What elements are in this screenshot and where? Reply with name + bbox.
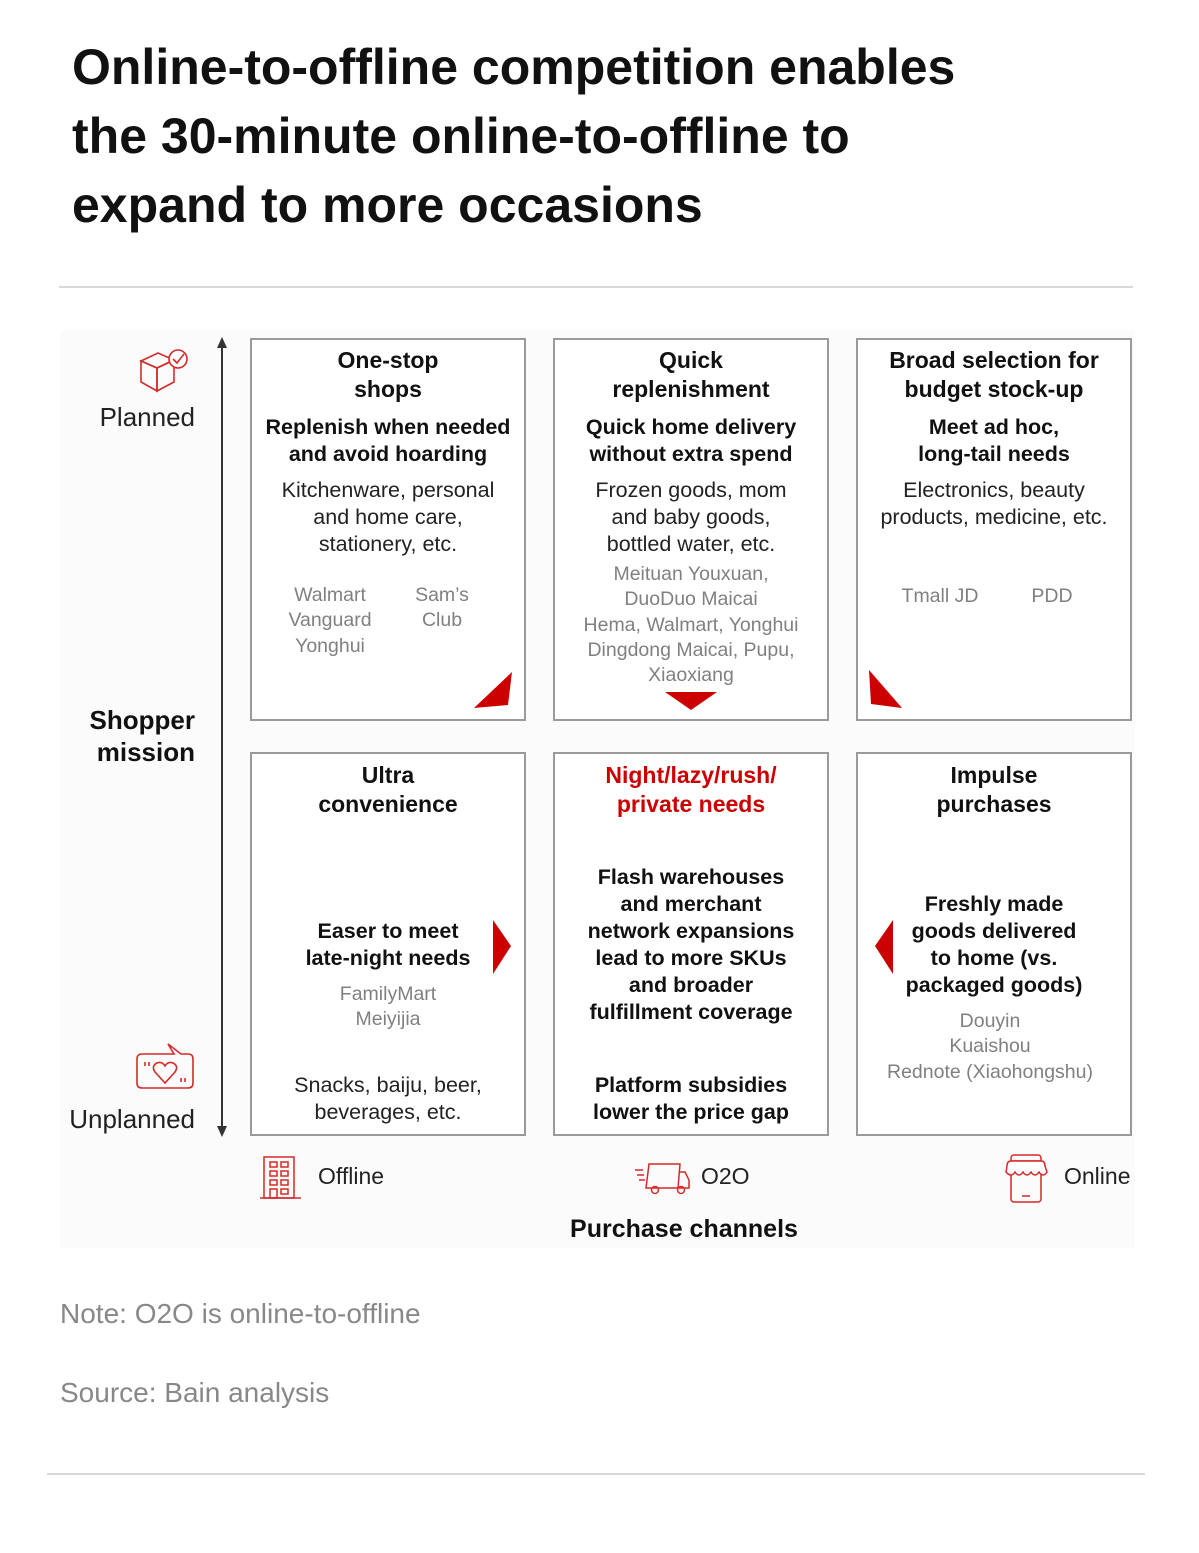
box-night-lazy-rush-needs: Night/lazy/rush/ private needs Flash war…	[553, 752, 829, 1136]
box-brands: FamilyMart Meiyijia	[339, 983, 437, 1031]
box-impulse-purchases: Impulse purchases Freshly made goods del…	[856, 752, 1132, 1136]
box-subtitle: Quick home delivery without extra spend	[585, 415, 797, 466]
arrow-marker-up-right	[474, 672, 512, 708]
page-title: Online-to-offline competition enables th…	[72, 39, 956, 233]
box-ultra-convenience: Ultra convenience Easer to meet late-nig…	[250, 752, 526, 1136]
box-subtitle: Freshly made goods delivered to home (vs…	[905, 892, 1083, 997]
source-text: Source: Bain analysis	[60, 1377, 330, 1408]
box-body: Kitchenware, personal and home care, sta…	[281, 478, 495, 556]
box-body: Snacks, baiju, beer, beverages, etc.	[294, 1073, 482, 1124]
box-subtitle: Easer to meet late-night needs	[305, 919, 471, 970]
unplanned-label: Unplanned	[69, 1104, 195, 1134]
channel-o2o-label: O2O	[701, 1163, 750, 1189]
box-title: Ultra convenience	[318, 762, 458, 817]
box-title: Broad selection for budget stock-up	[889, 347, 1099, 402]
box-body: Platform subsidies lower the price gap	[593, 1073, 789, 1124]
box-quick-replenishment: Quick replenishment Quick home delivery …	[553, 338, 829, 721]
arrow-marker-down-left	[869, 670, 902, 708]
box-subtitle: Meet ad hoc, long-tail needs	[918, 415, 1070, 466]
top-divider	[59, 286, 1133, 288]
box-body: Frozen goods, mom and baby goods, bottle…	[595, 478, 787, 556]
delivery-truck-icon	[635, 1163, 690, 1195]
box-brands-right: Sam’s Club	[415, 584, 469, 632]
mobile-shop-icon	[1005, 1154, 1048, 1203]
box-broad-selection: Broad selection for budget stock-up Meet…	[856, 338, 1132, 721]
box-brands: Meituan Youxuan, DuoDuo Maicai Hema, Wal…	[583, 563, 799, 687]
box-subtitle: Flash warehouses and merchant network ex…	[587, 865, 795, 1024]
bottom-divider	[47, 1473, 1145, 1475]
purchase-channels-title: Purchase channels	[570, 1215, 798, 1243]
box-brands-right: PDD	[1031, 585, 1073, 607]
box-brands-left: Walmart Vanguard Yonghui	[288, 584, 372, 657]
box-body: Electronics, beauty products, medicine, …	[880, 478, 1108, 529]
arrow-marker-down	[665, 692, 717, 710]
box-title: One-stop shops	[337, 347, 439, 402]
shopper-mission-label: Shopper mission	[89, 705, 195, 767]
box-check-icon	[139, 349, 188, 393]
heart-speech-bubble-icon	[136, 1043, 194, 1089]
building-icon	[260, 1156, 301, 1199]
planned-label: Planned	[99, 402, 195, 432]
channel-online-label: Online	[1064, 1163, 1131, 1189]
channel-offline-label: Offline	[318, 1163, 385, 1189]
box-brands-left: Tmall JD	[901, 585, 979, 607]
box-title: Quick replenishment	[612, 347, 770, 402]
box-title: Night/lazy/rush/ private needs	[605, 762, 777, 817]
box-subtitle: Replenish when needed and avoid hoarding	[265, 415, 511, 466]
box-brands: Douyin Kuaishou Rednote (Xiaohongshu)	[887, 1010, 1093, 1083]
box-title: Impulse purchases	[936, 762, 1052, 817]
box-one-stop-shops: One-stop shops Replenish when needed and…	[250, 338, 526, 721]
arrow-marker-right	[493, 920, 511, 974]
y-axis-arrow	[217, 337, 227, 1137]
arrow-marker-left	[875, 920, 893, 974]
note-text: Note: O2O is online-to-offline	[60, 1298, 421, 1329]
